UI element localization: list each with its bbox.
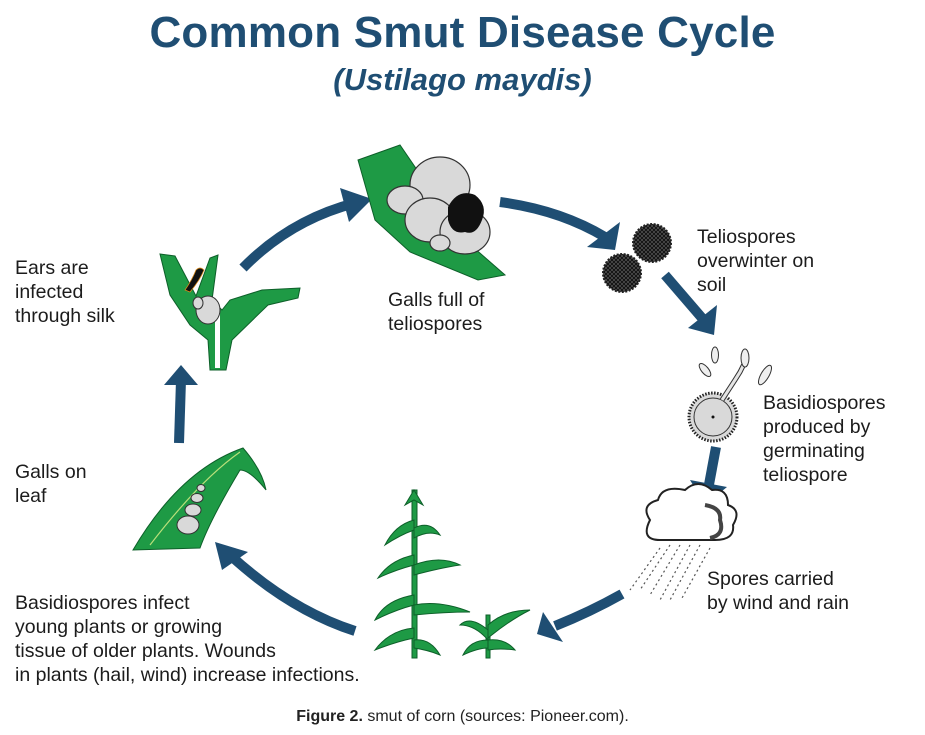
gall-on-leaf-icon <box>357 144 507 281</box>
arrow-rain-to-plants <box>537 589 625 642</box>
stage-label-wind-rain: Spores carried by wind and rain <box>707 568 850 614</box>
arrow-ears-to-galls <box>239 188 372 272</box>
stage-label-galls-leaf: Galls on leaf <box>15 461 87 507</box>
figure-caption: Figure 2. smut of corn (sources: Pioneer… <box>0 708 925 726</box>
corn-plants-icon <box>373 489 531 659</box>
stage-label-basidiospores-produced: Basidiospores produced by germinating te… <box>763 392 886 486</box>
arrow-teliospores-to-basidiospores <box>661 271 717 335</box>
teliospores-icon <box>602 223 672 293</box>
diagram-title: Common Smut Disease Cycle <box>149 8 776 57</box>
arrow-leafgall-to-ears <box>164 365 198 444</box>
rain-cloud-icon <box>629 483 738 601</box>
stage-label-infect-plants: Basidiospores infect young plants or gro… <box>15 592 360 686</box>
caption-text: smut of corn (sources: Pioneer.com). <box>362 708 629 725</box>
diagram-subtitle: (Ustilago maydis) <box>333 62 592 97</box>
cycle-arrows <box>164 188 727 642</box>
corn-ear-icon <box>159 253 301 371</box>
arrow-galls-to-teliospores <box>499 197 620 250</box>
caption-prefix: Figure 2. <box>296 708 363 725</box>
stage-label-overwinter: Teliospores overwinter on soil <box>697 226 815 296</box>
stage-label-ears-infected: Ears are infected through silk <box>15 257 115 327</box>
arrow-plants-to-leafgall <box>215 542 357 636</box>
stage-label-galls-full: Galls full of teliospores <box>388 289 485 335</box>
leaf-gall-icon <box>132 447 267 551</box>
germinating-teliospore-icon <box>687 346 772 443</box>
